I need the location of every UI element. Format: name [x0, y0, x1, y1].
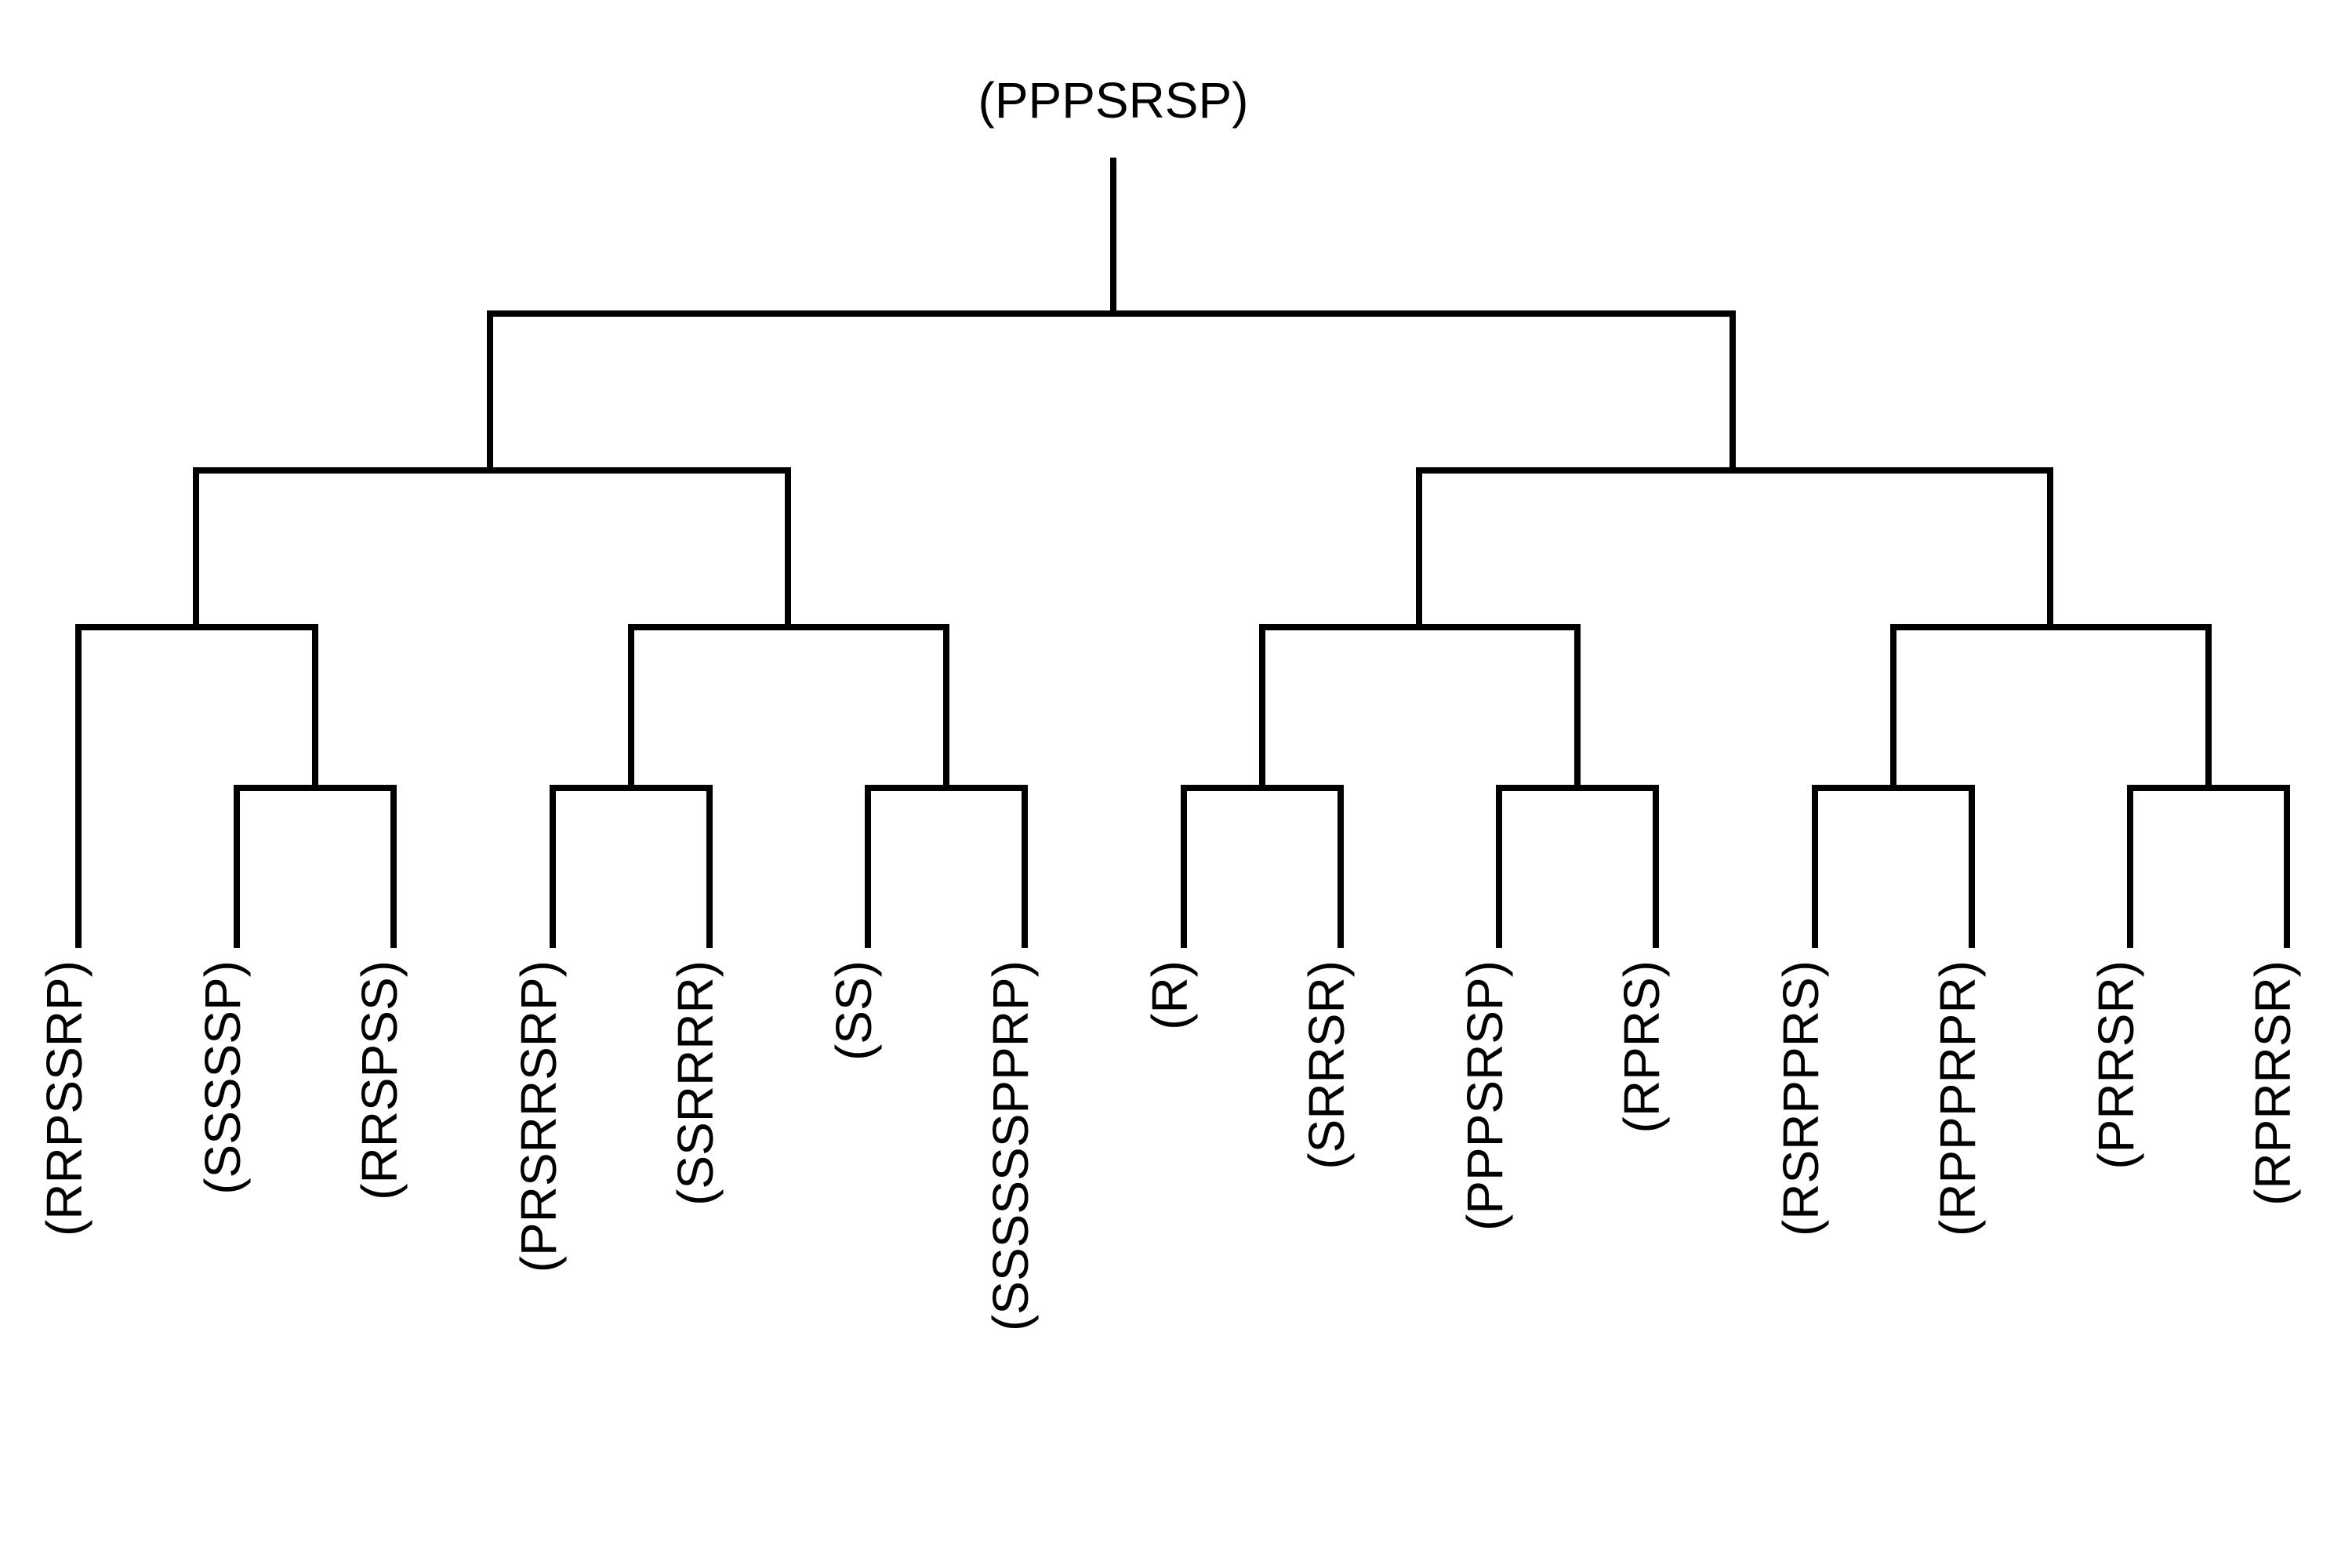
- edge-level2-left: [193, 467, 791, 630]
- edge-level2-right: [1416, 467, 2053, 630]
- edge-level4-b: [550, 785, 713, 948]
- edge-level3-d: [1890, 624, 2212, 787]
- edge-level4-c: [865, 785, 1028, 948]
- edge-level3-c: [1259, 624, 1581, 787]
- edge-level4-e: [1496, 785, 1659, 948]
- leaf-label-15: (RPRRSR): [2245, 960, 2301, 1206]
- leaf-label-6: (SS): [826, 960, 882, 1061]
- leaf-label-10: (PPPSRSP): [1457, 960, 1513, 1231]
- edge-level4-f: [1812, 785, 1975, 948]
- edge-level4-a: [234, 785, 397, 948]
- leaf-label-11: (RPRS): [1613, 960, 1670, 1133]
- leaf-label-5: (SSRRRR): [667, 960, 724, 1206]
- leaf-label-7: (SSSSSSPPRP): [982, 960, 1039, 1331]
- edge-level1: [487, 310, 1736, 474]
- edge-level4-g: [2127, 785, 2290, 948]
- leaf-label-1: (RRPSSRP): [36, 960, 93, 1236]
- leaf-label-14: (PRRSR): [2088, 960, 2144, 1170]
- edge-level3-a: [75, 624, 318, 948]
- leaf-label-3: (RRSPSS): [351, 960, 408, 1200]
- leaf-label-2: (SSSSSP): [194, 960, 251, 1195]
- leaf-label-8: (R): [1142, 960, 1198, 1030]
- edge-level3-b: [628, 624, 949, 787]
- leaf-label-4: (PRSRRSRP): [510, 960, 567, 1272]
- leaf-labels: (RRPSSRP) (SSSSSP) (RRSPSS) (PRSRRSRP) (…: [36, 960, 2301, 1331]
- root-label: (PPPSRSP): [978, 72, 1249, 129]
- leaf-label-9: (SRRSR): [1298, 960, 1355, 1170]
- leaf-label-12: (RSRPPRS): [1773, 960, 1829, 1236]
- edge-level4-d: [1181, 785, 1344, 948]
- leaf-label-13: (RPPPRPR): [1929, 960, 1986, 1236]
